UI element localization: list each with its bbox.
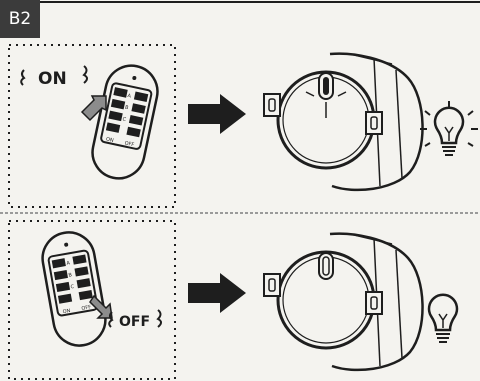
light-bulb-on-icon: [420, 101, 478, 156]
press-arrow-icon: [89, 294, 113, 319]
relay-module-icon: [263, 232, 424, 372]
arrow-right-icon: [188, 273, 246, 313]
press-arrow-icon: [80, 95, 107, 122]
remote-footer-on: ON: [62, 308, 71, 315]
remote-key-c: C: [122, 116, 127, 123]
relay-module-icon: [263, 52, 424, 192]
panel-on: ON A B C ON OFF: [8, 44, 478, 208]
remote-key-b: B: [124, 105, 129, 112]
remote-footer-off: OFF: [124, 140, 135, 148]
on-burst: ON: [20, 65, 88, 89]
remote-key-a: A: [127, 93, 132, 100]
remote-key-c: C: [70, 284, 75, 291]
remote-key-a: A: [66, 260, 71, 267]
remote-control-icon: A B C ON OFF: [91, 64, 159, 180]
remote-frame-dotted: [8, 220, 176, 380]
arrow-right-icon: [188, 94, 246, 134]
on-label: ON: [38, 69, 67, 89]
remote-control-icon: A B C ON OFF: [41, 231, 107, 347]
off-burst: OFF: [108, 309, 162, 330]
panel-off: A B C ON OFF OFF: [8, 220, 459, 380]
step-badge: B2: [0, 0, 40, 38]
remote-frame-dotted: [8, 44, 176, 208]
remote-footer-on: ON: [105, 136, 114, 144]
remote-key-b: B: [68, 272, 73, 279]
remote-footer-off: OFF: [81, 304, 92, 312]
light-bulb-off-icon: [427, 293, 459, 343]
off-label: OFF: [119, 314, 150, 330]
